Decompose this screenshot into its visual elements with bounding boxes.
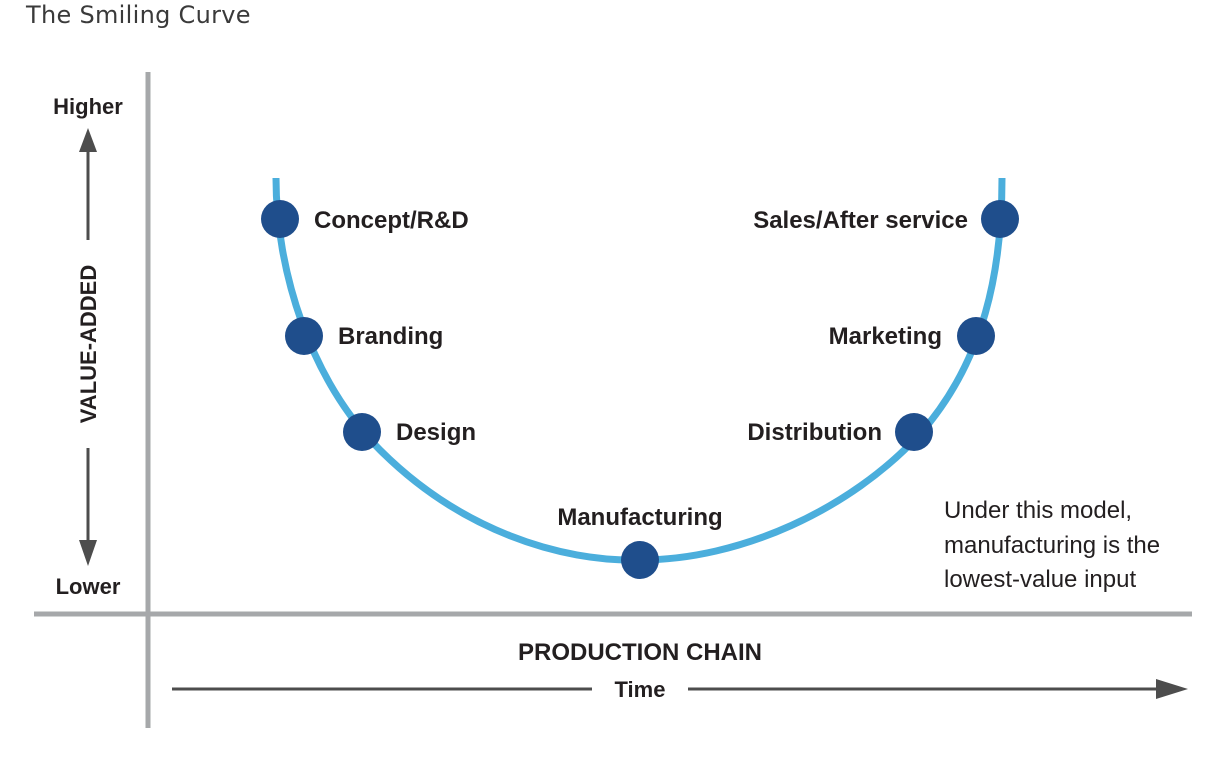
stage-node-manufacturing xyxy=(621,541,659,579)
stage-label-marketing: Marketing xyxy=(829,323,942,350)
stage-node-sales-after-service xyxy=(981,200,1019,238)
stage-node-distribution xyxy=(895,413,933,451)
stage-label-design: Design xyxy=(396,419,476,446)
y-axis-bottom-label: Lower xyxy=(56,574,121,599)
smiling-curve xyxy=(272,177,1006,564)
y-axis-up-arrow xyxy=(79,128,97,152)
note-line-2: manufacturing is the xyxy=(944,532,1160,559)
note-line-1: Under this model, xyxy=(944,497,1132,524)
page-title: The Smiling Curve xyxy=(26,1,251,29)
stage-label-distribution: Distribution xyxy=(747,419,882,446)
stage-label-branding: Branding xyxy=(338,323,443,350)
stage-label-concept-rd: Concept/R&D xyxy=(314,207,469,234)
stage-node-concept-rd xyxy=(261,200,299,238)
stage-label-manufacturing: Manufacturing xyxy=(557,504,722,531)
y-axis-top-label: Higher xyxy=(53,94,123,119)
stage-node-design xyxy=(343,413,381,451)
time-arrow-head xyxy=(1156,679,1188,699)
stage-label-sales-after-service: Sales/After service xyxy=(753,207,968,234)
stage-node-branding xyxy=(285,317,323,355)
y-axis-label: VALUE-ADDED xyxy=(76,265,101,423)
y-axis-down-arrow xyxy=(79,540,97,566)
x-axis-label: PRODUCTION CHAIN xyxy=(518,639,762,666)
note-line-3: lowest-value input xyxy=(944,566,1136,593)
stage-node-marketing xyxy=(957,317,995,355)
x-axis-sublabel: Time xyxy=(615,677,666,702)
